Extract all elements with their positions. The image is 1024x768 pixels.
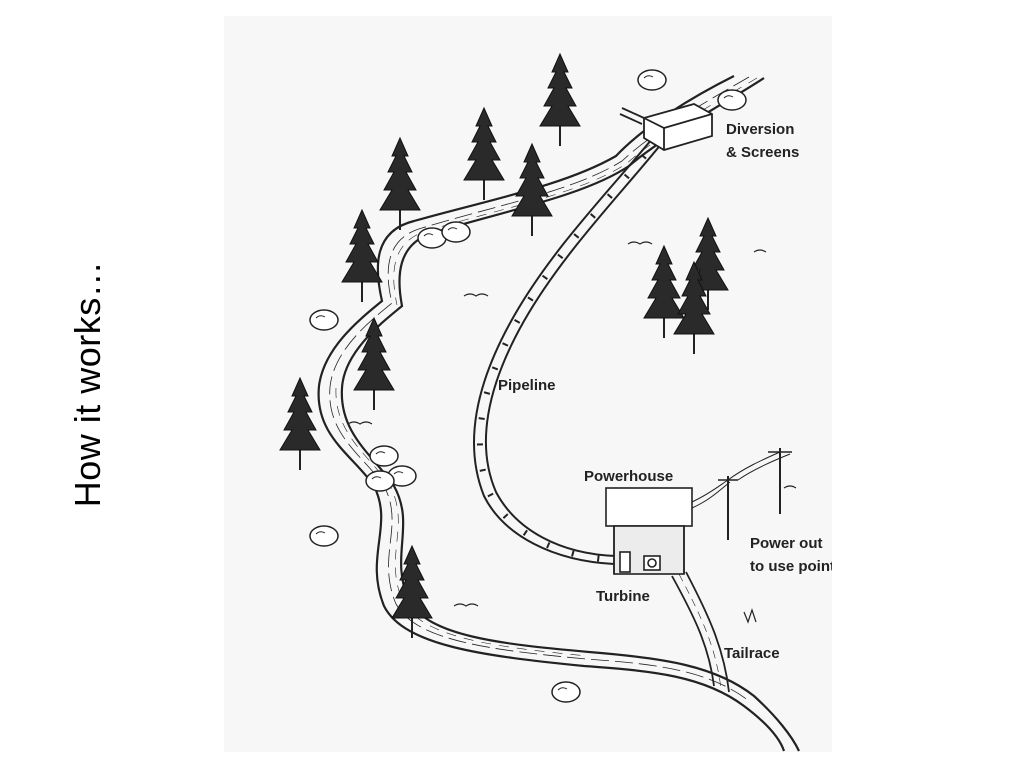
diversion-structure: [619, 103, 713, 151]
hydro-illustration: Diversion & Screens Pipeline Powerhouse …: [279, 53, 832, 752]
label-powerhouse: Powerhouse: [584, 468, 673, 485]
label-power-out-line2: to use point: [750, 558, 832, 575]
label-power-out-line1: Power out: [750, 535, 823, 552]
slide-title: How it works…: [67, 260, 108, 508]
label-pipeline: Pipeline: [498, 377, 556, 394]
label-tailrace: Tailrace: [724, 645, 780, 662]
label-diversion-line1: Diversion: [726, 121, 794, 138]
pipeline: [473, 133, 667, 565]
hydro-diagram: Diversion & Screens Pipeline Powerhouse …: [224, 16, 832, 752]
label-diversion-line2: & Screens: [726, 144, 799, 161]
power-lines: [691, 448, 792, 540]
tailrace-channel: [671, 571, 730, 693]
powerhouse-building: [605, 487, 693, 575]
label-turbine: Turbine: [596, 588, 650, 605]
grass-marks: [347, 241, 797, 624]
